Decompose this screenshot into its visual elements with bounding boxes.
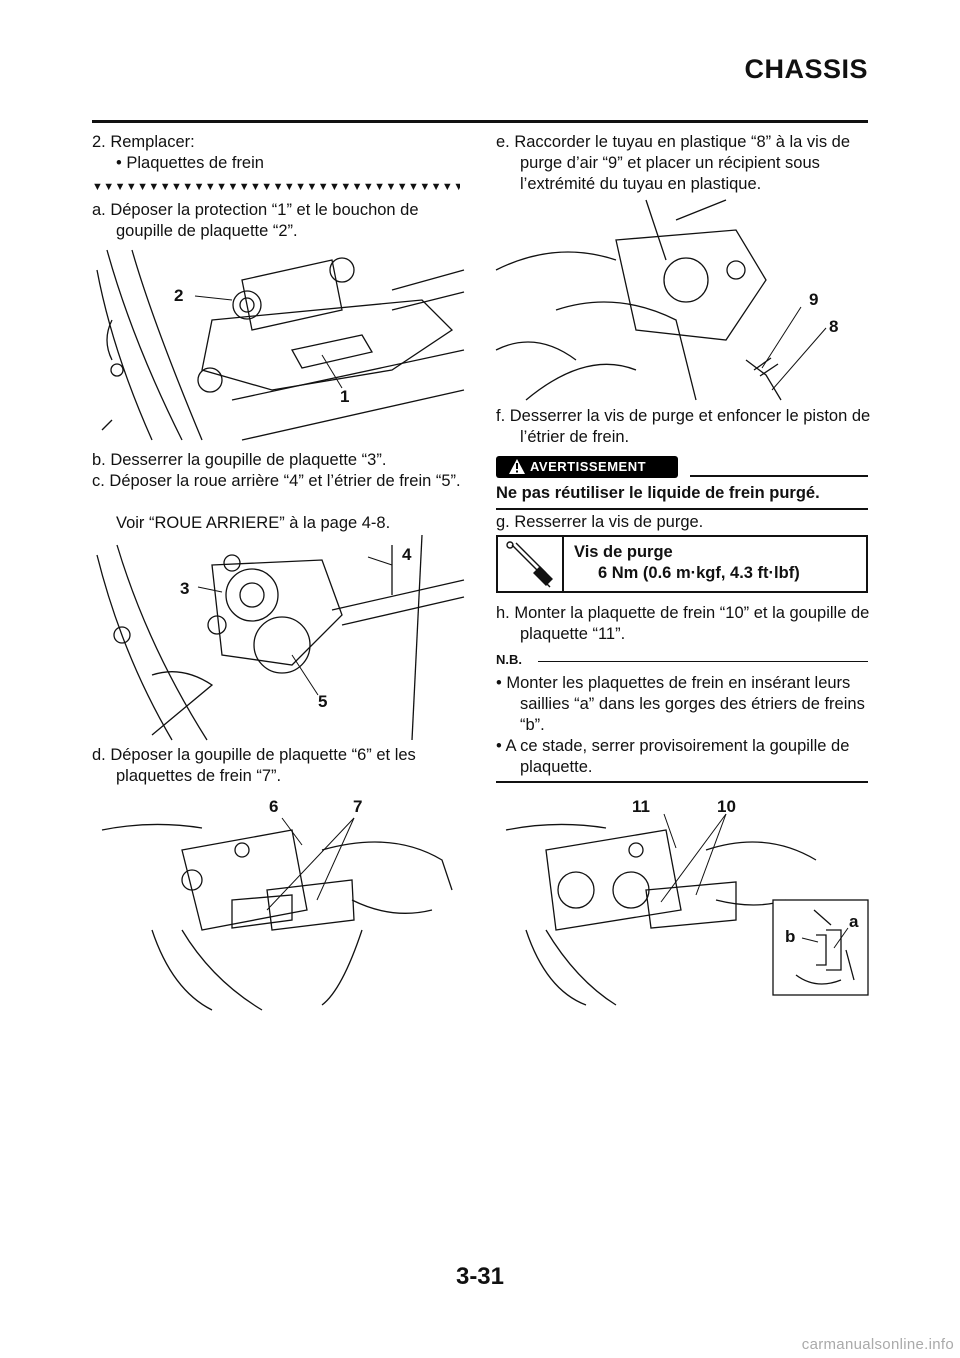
page-number: 3-31 (455, 1263, 505, 1290)
step-b: b. Desserrer la goupille de plaquette “3… (92, 451, 387, 469)
fig4-label-9: 9 (809, 290, 818, 309)
fig1-label-2: 2 (174, 286, 183, 305)
step-e: e. Raccorder le tuyau en plastique “8” à… (496, 133, 851, 193)
nb-label: N.B. (496, 652, 522, 667)
figure-guard-removal: 2 1 (96, 249, 465, 441)
step-a: a. Déposer la protection “1” et le bouch… (92, 201, 419, 240)
watermark: carmanualsonline.info (801, 1336, 954, 1353)
fig2-label-5: 5 (318, 692, 327, 711)
fig5-label-b: b (785, 927, 795, 946)
step-f: f. Desserrer la vis de purge et enfoncer… (496, 407, 871, 446)
figure-pad-install: 11 10 a b (505, 797, 869, 1006)
step-d: d. Déposer la goupille de plaquette “6” … (92, 746, 416, 785)
warning-text: Ne pas réutiliser le liquide de frein pu… (496, 484, 820, 502)
fig1-label-1: 1 (340, 387, 349, 406)
torque-title: Vis de purge (574, 543, 673, 561)
warning-triangle-icon (509, 459, 525, 474)
step-2-title: 2. Remplacer: (92, 133, 195, 151)
nb-bottom-rule (496, 781, 868, 783)
fig2-label-4: 4 (402, 545, 412, 564)
fig5-label-11: 11 (632, 797, 650, 816)
figure-pad-removal: 6 7 (101, 797, 453, 1011)
procedure-start-arrows: ▼▼▼▼▼▼▼▼▼▼▼▼▼▼▼▼▼▼▼▼▼▼▼▼▼▼▼▼▼▼▼▼▼▼▼▼▼▼▼▼ (92, 181, 460, 193)
fig4-label-8: 8 (829, 317, 838, 336)
fig5-label-10: 10 (717, 797, 736, 816)
fig5-label-a: a (849, 912, 859, 931)
nb-item-2: • A ce stade, serrer provisoirement la g… (496, 737, 850, 776)
nb-item-1: • Monter les plaquettes de frein en insé… (496, 674, 865, 734)
step-c-ref: Voir “ROUE ARRIERE” à la page 4-8. (116, 514, 391, 532)
header-rule (92, 120, 868, 123)
fig2-label-3: 3 (180, 579, 189, 598)
step-2-item: • Plaquettes de frein (116, 154, 264, 172)
torque-spec-box: Vis de purge 6 Nm (0.6 m·kgf, 4.3 ft·lbf… (496, 535, 868, 593)
warning-label: AVERTISSEMENT (530, 459, 647, 474)
fig3-label-6: 6 (269, 797, 278, 816)
warning-badge: AVERTISSEMENT (496, 456, 678, 478)
warning-rule (690, 475, 868, 477)
figure-caliper-removal: 3 4 5 (96, 534, 465, 741)
step-c: c. Déposer la roue arrière “4” et l’étri… (92, 472, 461, 490)
warning-bottom-rule (496, 508, 868, 510)
nb-rule (538, 661, 868, 663)
step-h: h. Monter la plaquette de frein “10” et … (496, 604, 870, 643)
step-g: g. Resserrer la vis de purge. (496, 513, 704, 531)
torque-value: 6 Nm (0.6 m·kgf, 4.3 ft·lbf) (598, 564, 800, 582)
section-title: CHASSIS (744, 54, 868, 84)
torque-wrench-icon (506, 541, 553, 588)
fig3-label-7: 7 (353, 797, 362, 816)
figure-bleed-hose: 9 8 (495, 199, 838, 401)
